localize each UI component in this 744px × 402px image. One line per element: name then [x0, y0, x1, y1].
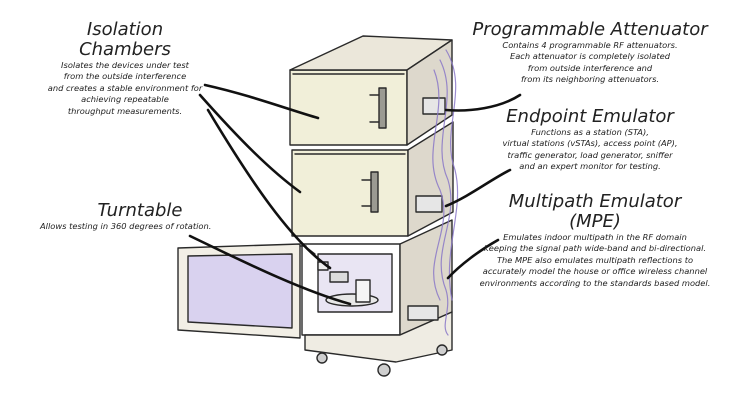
open-door — [177, 243, 307, 339]
endpoint-emulator-description: Functions as a station (STA), virtual st… — [475, 127, 705, 173]
description-line: virtual stations (vSTAs), access point (… — [502, 138, 678, 149]
description-line: Contains 4 programmable RF attenuators. — [502, 40, 678, 50]
description-line: and an expert monitor for testing. — [519, 161, 661, 172]
turntable-description: Allows testing in 360 degrees of rotatio… — [40, 221, 240, 232]
isolation-chambers-description: Isolates the devices under test from the… — [30, 60, 220, 117]
multipath-emulator-title-line-1: Multipath Emulator — [508, 191, 682, 212]
endpoint-emulator-title: Endpoint Emulator — [506, 106, 674, 127]
isolation-chambers-title-line-1: Isolation — [86, 19, 164, 40]
description-line: traffic generator, load generator, sniff… — [507, 149, 673, 160]
top-isolation-chamber — [289, 35, 453, 146]
description-line: achieving repeatable — [81, 94, 169, 105]
description-line: Each attenuator is completely isolated — [509, 51, 671, 62]
description-line: The MPE also emulates multipath reflecti… — [496, 254, 694, 265]
programmable-attenuator-description: Contains 4 programmable RF attenuators. … — [455, 40, 725, 86]
multipath-arrow — [446, 238, 500, 280]
multipath-emulator-title-line-2: (MPE) — [569, 211, 621, 232]
description-line: and creates a stable environment for — [47, 82, 203, 93]
description-line: Allows testing in 360 degrees of rotatio… — [40, 221, 212, 231]
description-line: Functions as a station (STA), — [531, 127, 649, 137]
attenuator-arrow — [444, 93, 522, 112]
description-line: Emulates indoor multipath in the RF doma… — [503, 232, 687, 242]
isolation-arrow-1 — [203, 83, 320, 120]
description-line: keeping the signal path wide-band and bi… — [483, 243, 707, 254]
description-line: accurately model the house or office wir… — [482, 266, 708, 277]
turntable-arrow — [188, 234, 352, 306]
attenuator-port — [422, 97, 446, 115]
description-line: from its neighboring attenuators. — [520, 74, 660, 85]
programmable-attenuator-label: Programmable Attenuator Contains 4 progr… — [455, 20, 725, 86]
isolation-chambers-title-line-2: Chambers — [79, 39, 171, 60]
turntable-title: Turntable — [97, 200, 183, 221]
endpoint-arrow — [444, 168, 512, 208]
description-line: from outside interference and — [527, 62, 653, 73]
isolation-chambers-label: Isolation Chambers Isolates the devices … — [30, 20, 220, 117]
isolation-arrow-2 — [198, 93, 302, 194]
programmable-attenuator-title: Programmable Attenuator — [472, 19, 708, 40]
cart-base — [304, 311, 453, 377]
multipath-emulator-label: Multipath Emulator (MPE) Emulates indoor… — [455, 192, 735, 289]
multipath-emulator-description: Emulates indoor multipath in the RF doma… — [455, 232, 735, 289]
endpoint-emulator-label: Endpoint Emulator Functions as a station… — [475, 107, 705, 173]
description-line: throughput measurements. — [67, 105, 183, 116]
mpe-port — [407, 305, 439, 321]
endpoint-port — [415, 195, 443, 213]
description-line: from the outside interference — [63, 71, 187, 82]
turntable-label: Turntable Allows testing in 360 degrees … — [40, 201, 240, 232]
description-line: environments according to the standards … — [479, 277, 711, 288]
isolation-arrow-3 — [206, 108, 332, 270]
description-line: Isolates the devices under test — [61, 60, 189, 70]
